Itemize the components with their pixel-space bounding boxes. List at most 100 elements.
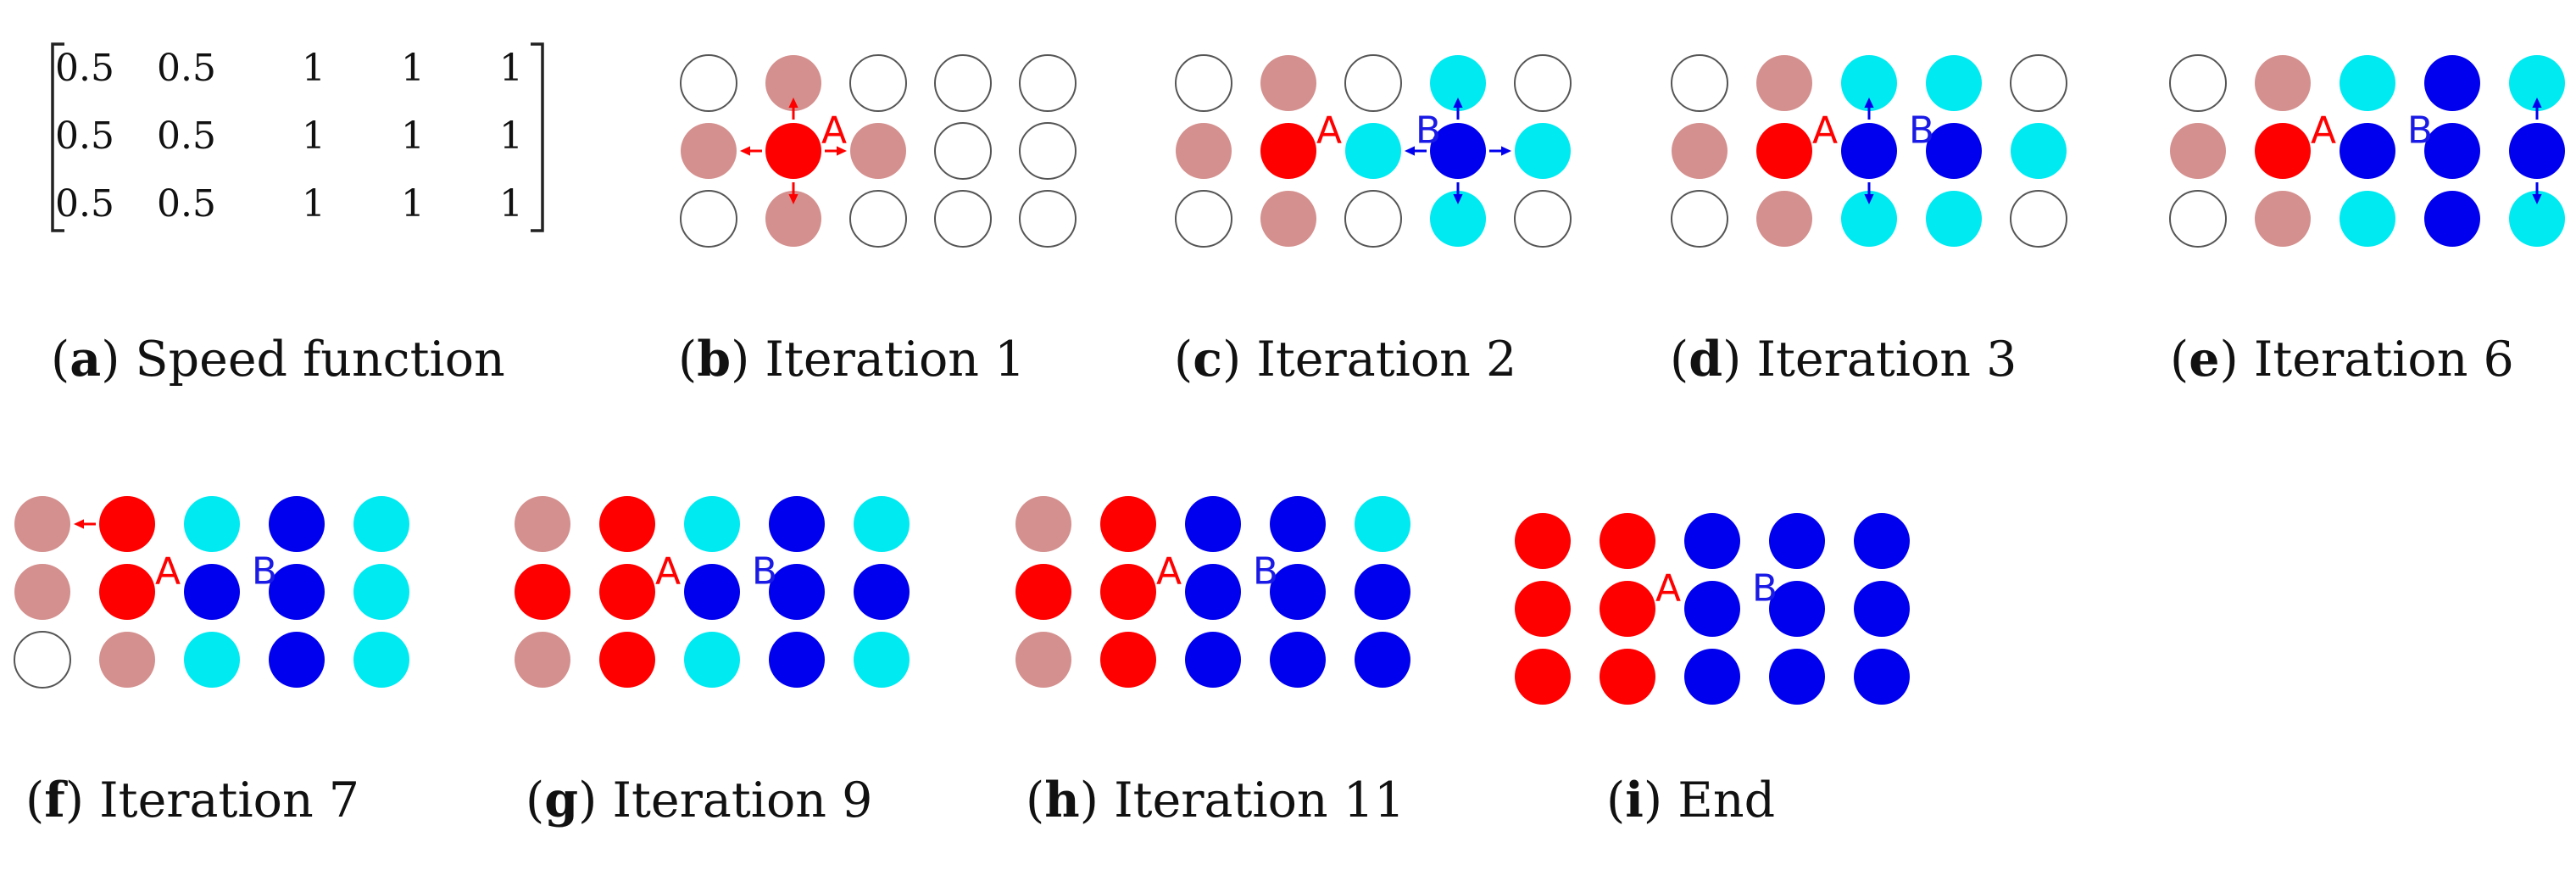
- grid-node-cyan: [2011, 123, 2067, 179]
- grid-node-blue: [2424, 55, 2480, 111]
- grid-node-blue: [2424, 191, 2480, 247]
- caption-title: Iteration 2: [1256, 332, 1517, 388]
- arrow-left-icon: [740, 146, 762, 156]
- grid-node-pink: [14, 564, 70, 620]
- grid-node-red: [1600, 649, 1655, 705]
- caption-d: (d) Iteration 3: [1670, 331, 2017, 388]
- matrix-cell: 0.5: [55, 182, 114, 226]
- grid-node-cyan: [2509, 55, 2565, 111]
- caption-title: Iteration 6: [2253, 332, 2514, 388]
- grid-node-empty: [1175, 54, 1232, 112]
- seed-label-b: B: [1752, 566, 1778, 610]
- grid-node-blue: [2424, 123, 2480, 179]
- grid-node-blue: [1355, 632, 1410, 688]
- arrow-left-icon: [1405, 146, 1427, 156]
- seed-label-a: A: [1316, 109, 1342, 152]
- grid-node-red: [99, 496, 155, 552]
- grid-node-pink: [2255, 191, 2311, 247]
- caption-title: End: [1677, 772, 1776, 828]
- grid-node-cyan: [1926, 191, 1982, 247]
- caption-title: Iteration 9: [612, 772, 873, 828]
- grid-node-red: [1100, 496, 1156, 552]
- seed-label-a: A: [821, 109, 847, 152]
- grid-node-blue: [1185, 564, 1241, 620]
- caption-title: Speed function: [135, 332, 505, 388]
- grid-node-empty: [934, 54, 992, 112]
- grid-node-empty: [849, 54, 907, 112]
- caption-title: Iteration 1: [765, 332, 1026, 388]
- grid-node-empty: [1344, 190, 1402, 248]
- grid-node-blue: [1769, 513, 1825, 569]
- grid-node-blue: [1430, 123, 1486, 179]
- grid-node-cyan: [1345, 123, 1401, 179]
- grid-node-empty: [1671, 54, 1728, 112]
- arrow-up-icon: [1864, 98, 1874, 120]
- matrix-left-bracket: [51, 42, 64, 232]
- grid-node-blue: [184, 564, 240, 620]
- grid-node-empty: [1175, 190, 1232, 248]
- grid-node-cyan: [353, 496, 409, 552]
- grid-node-pink: [1015, 632, 1071, 688]
- grid-node-pink: [1260, 55, 1316, 111]
- seed-label-b: B: [252, 549, 277, 593]
- grid-node-pink: [2170, 123, 2226, 179]
- grid-node-empty: [1514, 54, 1572, 112]
- caption-letter: b: [697, 331, 732, 388]
- grid-node-blue: [1684, 649, 1740, 705]
- grid-node-empty: [680, 54, 737, 112]
- arrow-right-icon: [825, 146, 847, 156]
- grid-node-empty: [1671, 190, 1728, 248]
- grid-node-empty: [1514, 190, 1572, 248]
- grid-node-cyan: [1841, 191, 1897, 247]
- seed-label-a: A: [2311, 109, 2336, 152]
- grid-node-empty: [2010, 190, 2067, 248]
- caption-title: Iteration 11: [1114, 772, 1405, 828]
- grid-node-cyan: [353, 632, 409, 688]
- caption-c: (c) Iteration 2: [1174, 331, 1517, 388]
- arrow-down-icon: [1864, 182, 1874, 204]
- grid-node-empty: [14, 631, 71, 689]
- grid-node-blue: [1185, 632, 1241, 688]
- grid-node-empty: [849, 190, 907, 248]
- caption-letter: f: [44, 772, 65, 828]
- grid-node-pink: [765, 55, 821, 111]
- matrix-cell: 1: [401, 114, 425, 158]
- grid-node-cyan: [684, 496, 740, 552]
- grid-node-pink: [1672, 123, 1728, 179]
- caption-i: (i) End: [1606, 772, 1776, 828]
- grid-node-blue: [1270, 564, 1326, 620]
- grid-node-blue: [1854, 513, 1910, 569]
- grid-node-blue: [2340, 123, 2395, 179]
- arrow-right-icon: [1489, 146, 1511, 156]
- grid-node-red: [1600, 581, 1655, 637]
- grid-node-blue: [1926, 123, 1982, 179]
- caption-letter: e: [2189, 331, 2220, 388]
- grid-node-pink: [1015, 496, 1071, 552]
- grid-node-pink: [99, 632, 155, 688]
- grid-node-pink: [2255, 55, 2311, 111]
- caption-a: (a) Speed function: [51, 331, 505, 388]
- grid-node-cyan: [184, 496, 240, 552]
- caption-g: (g) Iteration 9: [526, 772, 873, 828]
- grid-node-red: [1515, 649, 1571, 705]
- seed-label-a: A: [1655, 566, 1681, 610]
- grid-node-cyan: [2509, 191, 2565, 247]
- seed-label-a: A: [1156, 549, 1182, 593]
- grid-node-pink: [681, 123, 737, 179]
- arrow-left-icon: [74, 519, 96, 529]
- caption-letter: i: [1625, 772, 1644, 828]
- grid-node-red: [515, 564, 570, 620]
- grid-node-empty: [2169, 190, 2227, 248]
- caption-title: Iteration 3: [1756, 332, 2017, 388]
- caption-letter: g: [544, 772, 579, 828]
- grid-node-cyan: [854, 496, 910, 552]
- grid-node-red: [1515, 513, 1571, 569]
- grid-node-empty: [1019, 54, 1077, 112]
- caption-e: (e) Iteration 6: [2170, 331, 2514, 388]
- caption-letter: d: [1689, 331, 1723, 388]
